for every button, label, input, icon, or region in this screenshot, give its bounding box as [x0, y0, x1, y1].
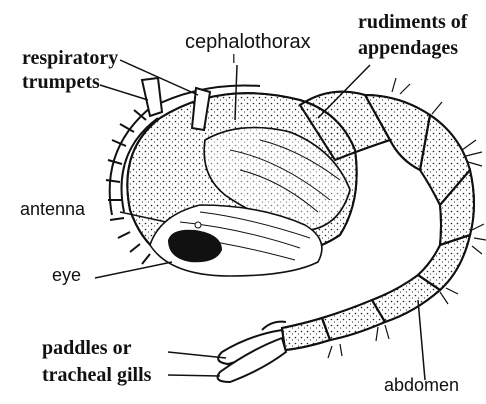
- rudiments-label-line1: rudiments of: [358, 12, 467, 32]
- eye-label: eye: [52, 266, 81, 284]
- roman-numeral-label: I: [232, 52, 236, 65]
- rudiments-label-line2: appendages: [358, 38, 458, 58]
- paddles-drawing: [218, 322, 286, 382]
- respiratory-label-line1: respiratory: [22, 48, 118, 68]
- cephalothorax-label: cephalothorax: [185, 32, 311, 52]
- paddles-label-line1: paddles or: [42, 338, 131, 358]
- respiratory-label-line2: trumpets: [22, 72, 100, 92]
- paddles-label-line2: tracheal gills: [42, 365, 151, 385]
- antenna-label: antenna: [20, 200, 85, 218]
- abdomen-label: abdomen: [384, 376, 459, 394]
